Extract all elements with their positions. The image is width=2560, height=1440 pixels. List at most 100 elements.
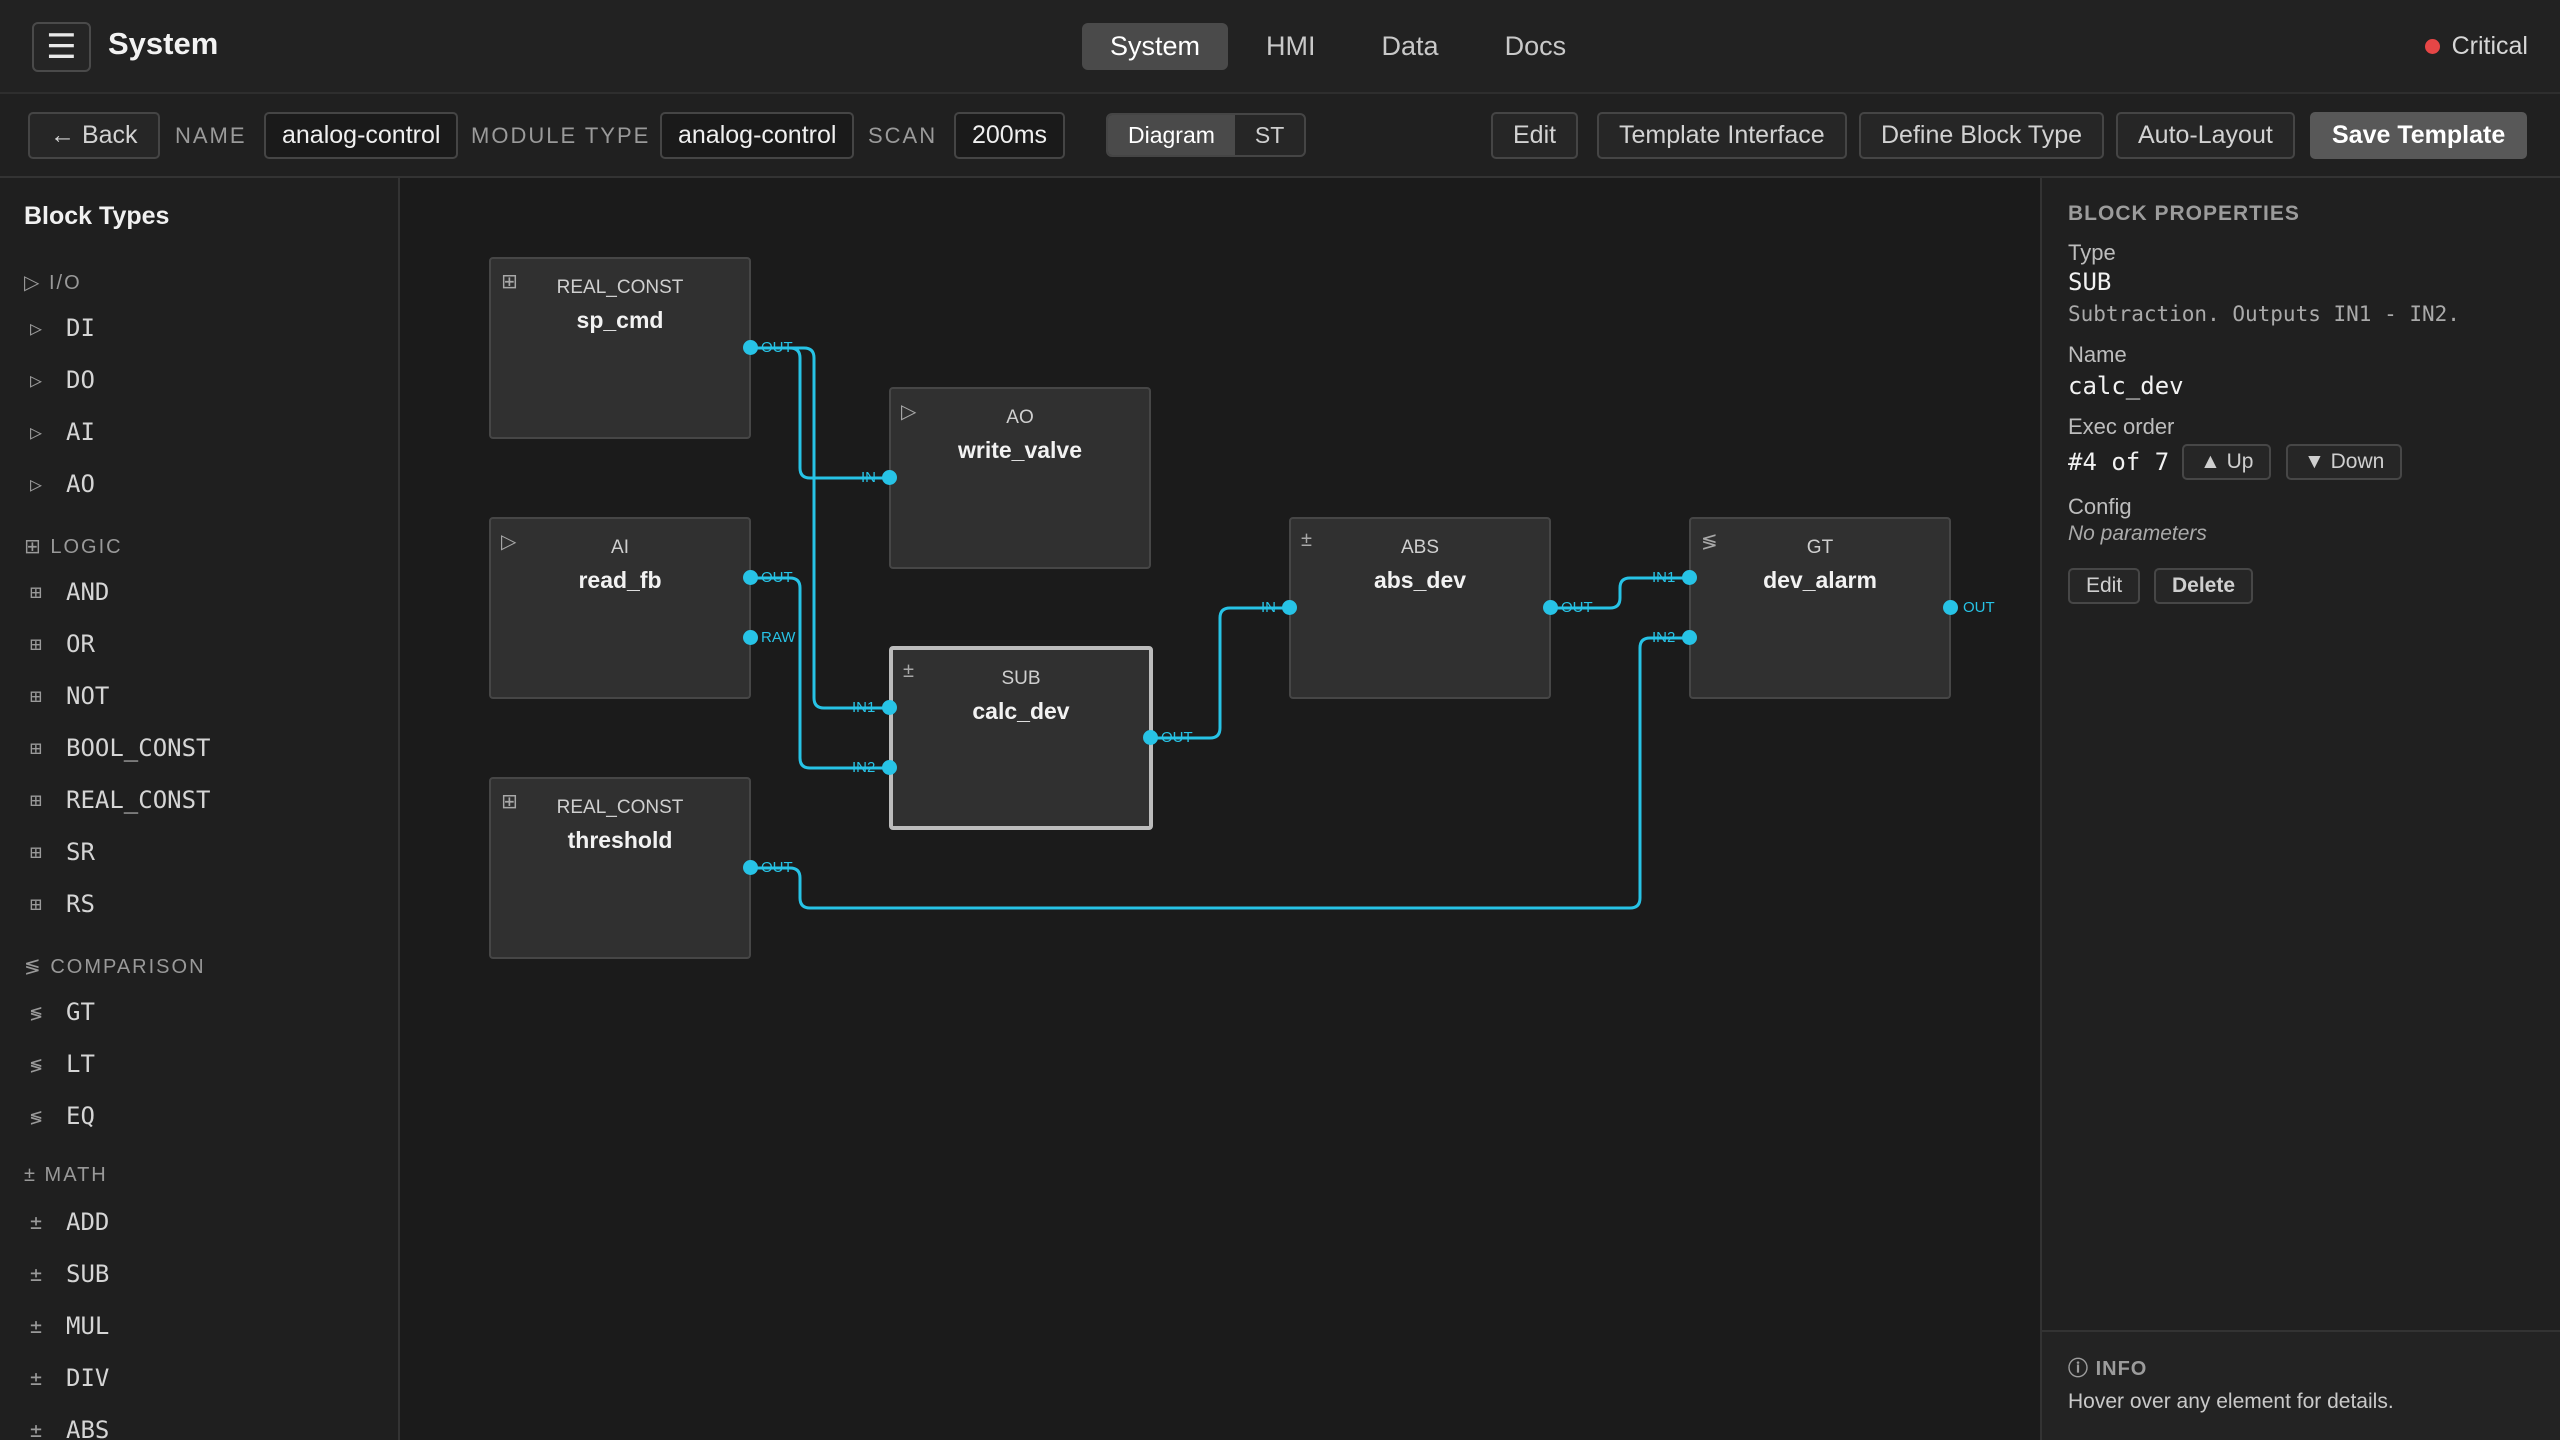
block-calc-dev[interactable]: ± SUB calc_dev: [889, 646, 1153, 830]
port-calc-dev-out[interactable]: [1143, 730, 1158, 745]
block-type-label: ABS: [1400, 537, 1440, 558]
block-dev-alarm[interactable]: ≶ GT dev_alarm: [1689, 517, 1951, 699]
edit-block-button[interactable]: Edit: [2068, 568, 2141, 604]
port-write-valve-in[interactable]: [882, 470, 897, 485]
status-indicator[interactable]: Critical: [2424, 32, 2528, 61]
block-type-label: SUB: [1001, 668, 1041, 689]
sidebar-item-bool-const[interactable]: ⊞BOOL_CONST: [30, 734, 211, 762]
sidebar-item-sub[interactable]: ±SUB: [30, 1260, 110, 1288]
port-dev-alarm-out[interactable]: [1943, 600, 1958, 615]
logic-icon: ⊞: [30, 684, 43, 708]
view-diagram[interactable]: Diagram: [1108, 115, 1235, 155]
sidebar-item-lt[interactable]: ≶LT: [30, 1050, 95, 1078]
template-interface-button[interactable]: Template Interface: [1597, 112, 1847, 159]
port-sp-cmd-out[interactable]: [743, 340, 758, 355]
block-threshold[interactable]: ⊞ REAL_CONST threshold: [489, 777, 751, 959]
move-down-button[interactable]: ▼ Down: [2286, 444, 2403, 480]
info-icon: ⓘ: [2068, 1358, 2089, 1380]
module-type-field[interactable]: analog-control: [660, 112, 855, 159]
const-icon: ⊞: [501, 271, 518, 293]
wire-sp-cmd-to-calc-dev[interactable]: [751, 346, 890, 710]
port-calc-dev-in2[interactable]: [882, 760, 897, 775]
block-write-valve[interactable]: ▷ AO write_valve: [889, 387, 1151, 569]
block-type-label: REAL_CONST: [556, 797, 684, 818]
sidebar-item-and[interactable]: ⊞AND: [30, 578, 110, 606]
port-label: OUT: [761, 569, 793, 586]
sidebar-item-gt[interactable]: ≶GT: [30, 998, 95, 1026]
edit-button[interactable]: Edit: [1491, 112, 1579, 159]
block-abs-dev[interactable]: ± ABS abs_dev: [1289, 517, 1551, 699]
sidebar-item-ai[interactable]: ▷AI: [30, 418, 95, 446]
category-comparison[interactable]: ≶ COMPARISON: [24, 956, 206, 978]
tab-hmi[interactable]: HMI: [1266, 31, 1316, 61]
math-icon: ±: [30, 1366, 43, 1390]
port-calc-dev-in1[interactable]: [882, 700, 897, 715]
port-label: OUT: [1963, 599, 1995, 616]
wire-layer: [751, 346, 1690, 910]
block-name-label: abs_dev: [1373, 567, 1467, 593]
block-sp-cmd[interactable]: ⊞ REAL_CONST sp_cmd: [489, 257, 751, 439]
sidebar-item-do[interactable]: ▷DO: [30, 366, 95, 394]
port-read-fb-out[interactable]: [743, 570, 758, 585]
save-template-button[interactable]: Save Template: [2310, 112, 2528, 159]
logic-icon: ⊞: [30, 580, 43, 604]
menu-button[interactable]: ☰: [32, 22, 91, 72]
port-abs-dev-in[interactable]: [1282, 600, 1297, 615]
sidebar-item-div[interactable]: ±DIV: [30, 1364, 110, 1392]
port-read-fb-raw[interactable]: [743, 630, 758, 645]
block-name-label: dev_alarm: [1763, 567, 1877, 593]
io-icon: ▷: [30, 316, 43, 340]
wire-threshold-to-dev-alarm[interactable]: [751, 636, 1690, 910]
wire-abs-dev-to-dev-alarm[interactable]: [1551, 576, 1690, 610]
wire-read-fb-to-calc-dev[interactable]: [751, 576, 890, 770]
info-text: Hover over any element for details.: [2068, 1390, 2394, 1413]
category-math[interactable]: ± MATH: [24, 1164, 108, 1186]
tab-data[interactable]: Data: [1381, 31, 1439, 61]
sidebar-item-mul[interactable]: ±MUL: [30, 1312, 110, 1340]
back-button[interactable]: ← Back: [28, 112, 160, 159]
sidebar-item-di[interactable]: ▷DI: [30, 314, 95, 342]
toolbar: ← Back NAME analog-control MODULE TYPE a…: [0, 94, 2560, 178]
io-icon: ▷: [501, 531, 517, 553]
name-field[interactable]: analog-control: [264, 112, 459, 159]
port-label: IN1: [852, 699, 876, 716]
port-dev-alarm-in2[interactable]: [1682, 630, 1697, 645]
tab-docs[interactable]: Docs: [1504, 31, 1567, 61]
category-logic[interactable]: ⊞ LOGIC: [24, 536, 123, 558]
define-block-type-button[interactable]: Define Block Type: [1859, 112, 2105, 159]
sidebar-item-not[interactable]: ⊞NOT: [30, 682, 110, 710]
block-name-label: calc_dev: [972, 698, 1070, 724]
auto-layout-button[interactable]: Auto-Layout: [2116, 112, 2295, 159]
scan-field[interactable]: 200ms: [954, 112, 1066, 159]
move-up-button[interactable]: ▲ Up: [2182, 444, 2272, 480]
block-type-label: GT: [1806, 537, 1834, 558]
port-threshold-out[interactable]: [743, 860, 758, 875]
sidebar-item-add[interactable]: ±ADD: [30, 1208, 110, 1236]
sidebar-item-eq[interactable]: ≶EQ: [30, 1102, 95, 1130]
block-name-label: write_valve: [957, 437, 1083, 463]
port-abs-dev-out[interactable]: [1543, 600, 1558, 615]
sidebar-item-ao[interactable]: ▷AO: [30, 470, 95, 498]
block-name-label: read_fb: [578, 567, 662, 593]
tab-system[interactable]: System: [1082, 23, 1229, 70]
block-read-fb[interactable]: ▷ AI read_fb: [489, 517, 751, 699]
port-dev-alarm-in1[interactable]: [1682, 570, 1697, 585]
sidebar-item-real-const[interactable]: ⊞REAL_CONST: [30, 786, 211, 814]
sidebar-item-or[interactable]: ⊞OR: [30, 630, 95, 658]
comparison-icon: ≶: [30, 1000, 43, 1024]
sidebar-item-rs[interactable]: ⊞RS: [30, 890, 95, 918]
sidebar-item-sr[interactable]: ⊞SR: [30, 838, 95, 866]
properties-heading: BLOCK PROPERTIES: [2068, 202, 2300, 225]
diagram-canvas[interactable]: ⊞ REAL_CONST sp_cmd OUT ▷ AO write_valve…: [400, 178, 2040, 1440]
delete-block-button[interactable]: Delete: [2154, 568, 2254, 604]
name-label: NAME: [175, 122, 247, 148]
category-io[interactable]: ▷ I/O: [24, 272, 82, 294]
wire-sp-cmd-to-write-valve[interactable]: [751, 346, 890, 480]
main-nav: System HMI Data Docs: [1082, 23, 1594, 70]
view-st[interactable]: ST: [1254, 121, 1285, 148]
sidebar-item-abs[interactable]: ±ABS: [30, 1416, 110, 1440]
wire-calc-dev-to-abs-dev[interactable]: [1151, 606, 1290, 740]
math-icon: ±: [30, 1314, 43, 1338]
port-label: OUT: [1161, 729, 1193, 746]
comparison-icon: ≶: [24, 956, 43, 978]
